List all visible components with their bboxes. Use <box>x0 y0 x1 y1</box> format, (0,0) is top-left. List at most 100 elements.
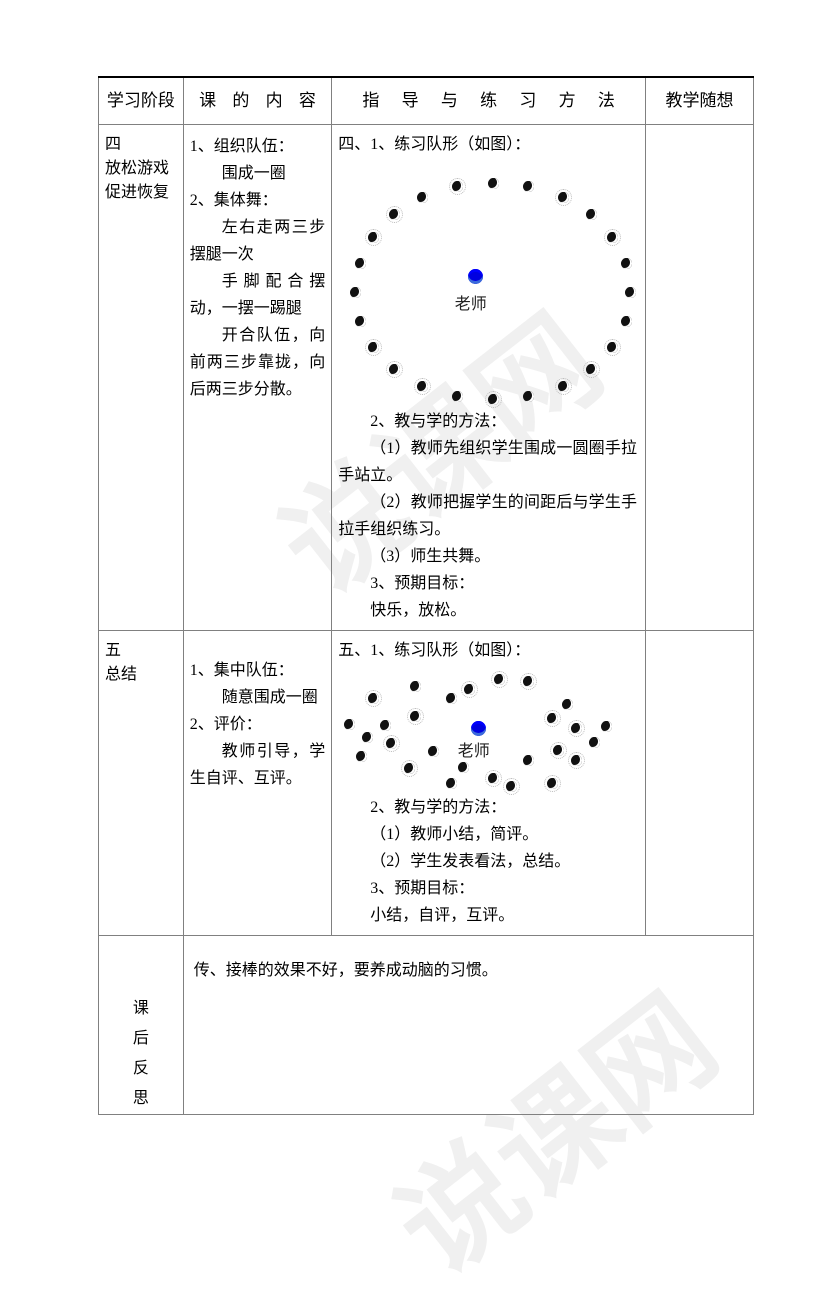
student-marker <box>427 745 439 757</box>
header-label-stage: 学习阶段 <box>106 91 175 110</box>
row2-content-cell: 1、集中队伍： 随意围成一圈 2、评价： 教师引导，学生自评、互评。 <box>182 630 333 936</box>
row2-notes-text <box>646 631 753 645</box>
row2-stage-cell: 五 总结 <box>98 630 184 936</box>
row1-content-line-2: 围成一圈 <box>221 165 286 182</box>
student-marker <box>365 228 383 246</box>
row2-method-line-5: 小结，自评，互评。 <box>370 907 515 924</box>
row1-content-line-5: 手脚配合摆动，一摆一踢腿 <box>189 273 326 317</box>
row1-method-line-6: 快乐，放松。 <box>370 602 467 619</box>
reflection-row: 课 后 反 思 传、接棒的效果不好，要养成动脑的习惯。 <box>98 935 755 1115</box>
reflection-label-cell: 课 后 反 思 <box>98 935 184 1115</box>
reflection-label-line-4: 思 <box>132 1090 149 1107</box>
row2-content-line-1: 1、集中队伍： <box>189 662 294 679</box>
reflection-text: 传、接棒的效果不好，要养成动脑的习惯。 <box>193 962 498 979</box>
row1-notes-cell[interactable] <box>645 124 754 631</box>
row1-stage-line-2: 放松游戏 <box>105 160 170 177</box>
student-marker <box>350 286 362 298</box>
student-marker <box>414 377 432 395</box>
student-marker <box>523 181 535 193</box>
row1-stage-lines: 四 放松游戏 促进恢复 <box>99 125 183 209</box>
row1-method-body: 四、1、练习队形（如图）： 老师 2、教与学的方法： （1）教师先组织学生围成一… <box>332 125 645 630</box>
row2-method-body: 五、1、练习队形（如图）： 老师 2、教与学的方法： （1）教师小结，简评。 （… <box>332 631 645 935</box>
student-marker <box>362 731 374 743</box>
reflection-label: 课 后 反 思 <box>99 936 183 1114</box>
student-marker <box>568 719 586 737</box>
student-marker <box>523 755 535 766</box>
row2-content-lines: 1、集中队伍： 随意围成一圈 2、评价： 教师引导，学生自评、互评。 <box>184 631 331 798</box>
student-marker <box>484 391 502 409</box>
student-marker <box>589 736 601 748</box>
student-marker <box>354 315 366 327</box>
student-marker <box>520 672 538 690</box>
student-marker <box>365 338 383 356</box>
row2-method-line-4: 3、预期目标： <box>370 880 475 897</box>
row1-content-lines: 1、组织队伍： 围成一圈 2、集体舞： 左右走两三步摆腿一次 手脚配合摆动，一摆… <box>184 125 331 409</box>
student-marker <box>354 258 366 269</box>
row2-method-cell: 五、1、练习队形（如图）： 老师 2、教与学的方法： （1）教师小结，简评。 （… <box>331 630 647 936</box>
student-marker <box>406 707 424 725</box>
document-page: 说课网 说课网 学习阶段 课 的 内 容 指 导 与 练 习 方 法 教学随想 … <box>98 76 755 1300</box>
student-marker <box>568 752 586 769</box>
student-marker <box>445 692 457 704</box>
student-marker <box>604 338 622 356</box>
header-label-method: 指 导 与 练 习 方 法 <box>362 91 624 110</box>
student-marker <box>380 719 392 731</box>
student-marker <box>490 671 508 689</box>
header-cell-method: 指 导 与 练 习 方 法 <box>331 76 647 125</box>
teacher-marker-icon <box>471 721 487 737</box>
student-marker <box>445 778 457 790</box>
student-marker <box>554 377 572 395</box>
student-marker <box>460 680 478 698</box>
header-cell-notes: 教学随想 <box>645 76 754 125</box>
row1-method-line-2: （1）教师先组织学生围成一圆圈手拉手站立。 <box>338 440 638 484</box>
student-marker <box>365 689 383 707</box>
row1-method-line-4: （3）师生共舞。 <box>370 548 491 565</box>
header-label-content: 课 的 内 容 <box>199 91 322 110</box>
student-marker <box>417 191 429 203</box>
reflection-content-cell[interactable]: 传、接棒的效果不好，要养成动脑的习惯。 <box>182 935 755 1115</box>
student-marker <box>620 258 632 269</box>
student-marker <box>386 361 403 379</box>
row1-content-line-3: 2、集体舞： <box>189 192 278 209</box>
row2-stage-line-2: 总结 <box>105 666 138 683</box>
row2-stage-lines: 五 总结 <box>99 631 183 691</box>
student-marker <box>583 361 601 379</box>
reflection-label-line-2: 后 <box>132 1030 149 1047</box>
practice-formation-diagram-circle: 老师 <box>338 158 637 409</box>
student-marker <box>400 759 418 777</box>
student-marker <box>457 761 469 773</box>
student-marker <box>383 735 401 753</box>
student-marker <box>448 178 466 196</box>
row1-method-line-3: （2）教师把握学生的间距后与学生手拉手组织练习。 <box>338 494 638 538</box>
row1-method-title: 四、1、练习队形（如图）： <box>338 136 531 153</box>
student-marker <box>523 390 535 402</box>
table-row: 四 放松游戏 促进恢复 1、组织队伍： 围成一圈 2、集体舞： 左右走两三步摆腿… <box>98 124 754 631</box>
table-row: 五 总结 1、集中队伍： 随意围成一圈 2、评价： 教师引导，学生自评、互评。 … <box>98 630 754 936</box>
student-marker <box>344 718 356 730</box>
row2-notes-cell[interactable] <box>645 630 754 936</box>
student-marker <box>620 315 632 327</box>
row1-notes-text <box>646 125 753 139</box>
row1-method-cell: 四、1、练习队形（如图）： 老师 2、教与学的方法： （1）教师先组织学生围成一… <box>331 124 647 631</box>
student-marker <box>625 286 637 298</box>
student-marker <box>356 751 368 763</box>
row2-stage-line-1: 五 <box>105 642 122 659</box>
lesson-plan-table: 学习阶段 课 的 内 容 指 导 与 练 习 方 法 教学随想 四 放松游戏 促… <box>98 76 755 1115</box>
row2-method-line-1: 2、教与学的方法： <box>370 799 507 816</box>
practice-formation-diagram-scatter: 老师 <box>338 664 637 795</box>
row2-content-line-3: 2、评价： <box>189 716 262 733</box>
row2-method-line-2: （1）教师小结，简评。 <box>370 826 539 843</box>
student-marker <box>604 228 622 246</box>
row2-method-title: 五、1、练习队形（如图）： <box>338 642 531 659</box>
student-marker <box>544 775 562 793</box>
student-marker <box>562 699 574 711</box>
row2-method-line-3: （2）学生发表看法，总结。 <box>370 853 571 870</box>
reflection-label-line-3: 反 <box>132 1060 149 1077</box>
row1-stage-line-1: 四 <box>105 136 122 153</box>
student-marker <box>601 721 613 733</box>
row1-content-line-6: 开合队伍，向前两三步靠拢，向后两三步分散。 <box>189 327 326 398</box>
teacher-marker-icon <box>468 269 484 285</box>
row2-content-line-2: 随意围成一圈 <box>221 689 318 706</box>
student-marker <box>451 390 463 402</box>
row2-content-line-4: 教师引导，学生自评、互评。 <box>189 743 326 787</box>
